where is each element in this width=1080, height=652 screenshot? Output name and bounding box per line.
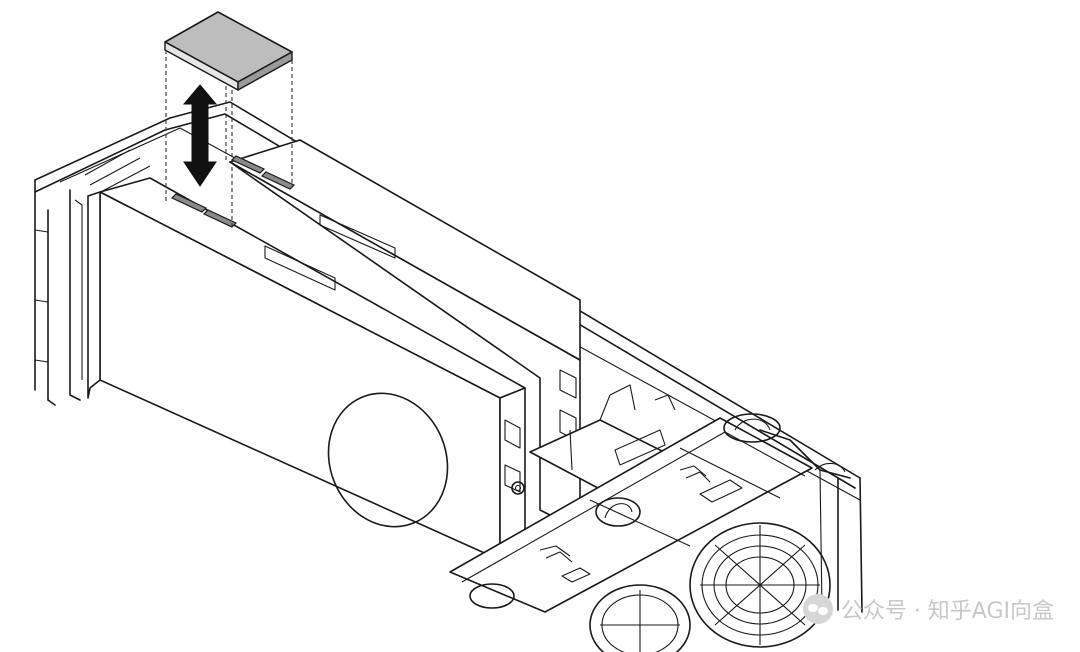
install-arrow bbox=[182, 84, 218, 187]
gpu-card-front bbox=[87, 177, 526, 561]
watermark-source-label: 公众号 · 知乎AGI向盒 bbox=[840, 599, 1054, 624]
wechat-icon bbox=[802, 594, 833, 624]
alignment-guides bbox=[165, 50, 293, 228]
nvlink-bridge bbox=[164, 11, 293, 91]
fan-grille bbox=[589, 522, 831, 652]
fan-cage bbox=[449, 413, 851, 613]
watermark: 公众号 · 知乎AGI向盒 bbox=[802, 594, 1054, 624]
gpu-connectors bbox=[170, 155, 296, 228]
